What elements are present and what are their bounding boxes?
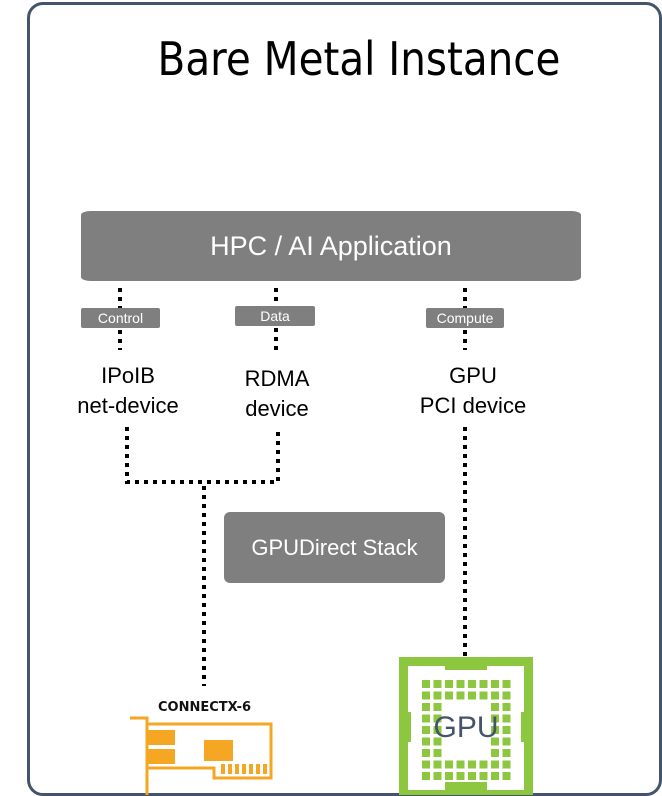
gpu-pad	[491, 703, 499, 711]
tag-compute: Compute	[426, 308, 504, 328]
gpu-pad	[422, 760, 430, 769]
tag-data: Data	[235, 306, 315, 326]
gpu-pad	[445, 680, 453, 688]
gpu-pad	[433, 749, 442, 757]
rdma-label-line2: device	[245, 396, 309, 421]
diagram-title: Bare Metal Instance	[157, 32, 561, 86]
ipoib-net-device-label: IPoIB net-device	[58, 361, 198, 421]
gpu-pad	[491, 726, 499, 734]
gpu-pad	[502, 680, 511, 688]
connector-ipoib-rdma-merge	[125, 427, 280, 484]
gpu-pad	[491, 691, 499, 700]
network-card-icon	[130, 716, 273, 795]
gpu-pad	[479, 680, 488, 688]
gpu-pad	[468, 680, 476, 688]
gpu-pad	[433, 703, 442, 711]
gpu-label-line2: PCI device	[419, 393, 527, 418]
gpu-pads	[422, 680, 511, 780]
gpu-pad	[422, 726, 430, 734]
hpc-ai-application-box: HPC / AI Application	[81, 211, 581, 281]
gpu-pad	[479, 760, 488, 769]
gpu-pad	[502, 760, 511, 769]
gpu-pad	[468, 772, 476, 780]
gpu-pad	[422, 680, 430, 688]
gpu-pad	[502, 691, 511, 700]
gpu-pad	[491, 680, 499, 688]
gpu-pad	[422, 737, 430, 746]
gpu-pad	[502, 772, 511, 780]
gpu-pad	[456, 691, 465, 700]
gpu-pad	[491, 749, 499, 757]
gpu-pad	[422, 703, 430, 711]
ipoib-label-line1: IPoIB	[101, 363, 155, 388]
hpc-ai-application-label: HPC / AI Application	[210, 230, 452, 261]
gpu-chip-label: GPU	[433, 711, 498, 744]
gpu-pad	[491, 772, 499, 780]
gpu-pad	[445, 691, 453, 700]
gpu-pad	[433, 772, 442, 780]
gpu-pad	[456, 772, 465, 780]
gpu-pad	[433, 691, 442, 700]
gpu-pad	[456, 680, 465, 688]
gpu-pad	[502, 726, 511, 734]
gpu-pad	[491, 737, 499, 746]
connectx-label: CONNECTX-6	[158, 700, 252, 715]
gpudirect-stack-label: GPUDirect Stack	[251, 534, 418, 560]
gpu-pad	[502, 749, 511, 757]
gpu-pad	[433, 726, 442, 734]
tag-control: Control	[81, 308, 160, 328]
ipoib-label-line2: net-device	[77, 393, 179, 418]
rdma-label-line1: RDMA	[244, 366, 310, 391]
gpu-pad	[468, 760, 476, 769]
gpu-pad	[491, 714, 499, 723]
gpu-label-line1: GPU	[449, 363, 497, 388]
gpu-pad	[491, 760, 499, 769]
gpu-pci-device-label: GPU PCI device	[403, 361, 543, 421]
gpu-pad	[433, 737, 442, 746]
gpu-pad	[479, 772, 488, 780]
gpu-pad	[502, 714, 511, 723]
gpu-pad	[456, 760, 465, 769]
gpu-pad	[502, 703, 511, 711]
gpu-pad	[422, 714, 430, 723]
gpudirect-stack-box: GPUDirect Stack	[224, 512, 445, 583]
gpu-pad	[422, 772, 430, 780]
gpu-pad	[445, 760, 453, 769]
gpu-chip-icon: GPU	[399, 657, 533, 795]
gpu-pad	[422, 691, 430, 700]
rdma-device-label: RDMA device	[222, 364, 332, 424]
gpu-pad	[422, 749, 430, 757]
gpu-pad	[433, 680, 442, 688]
gpu-pad	[433, 714, 442, 723]
gpu-pad	[479, 691, 488, 700]
gpu-pad	[468, 691, 476, 700]
gpu-pad	[433, 760, 442, 769]
gpu-pad	[445, 772, 453, 780]
gpu-pad	[502, 737, 511, 746]
